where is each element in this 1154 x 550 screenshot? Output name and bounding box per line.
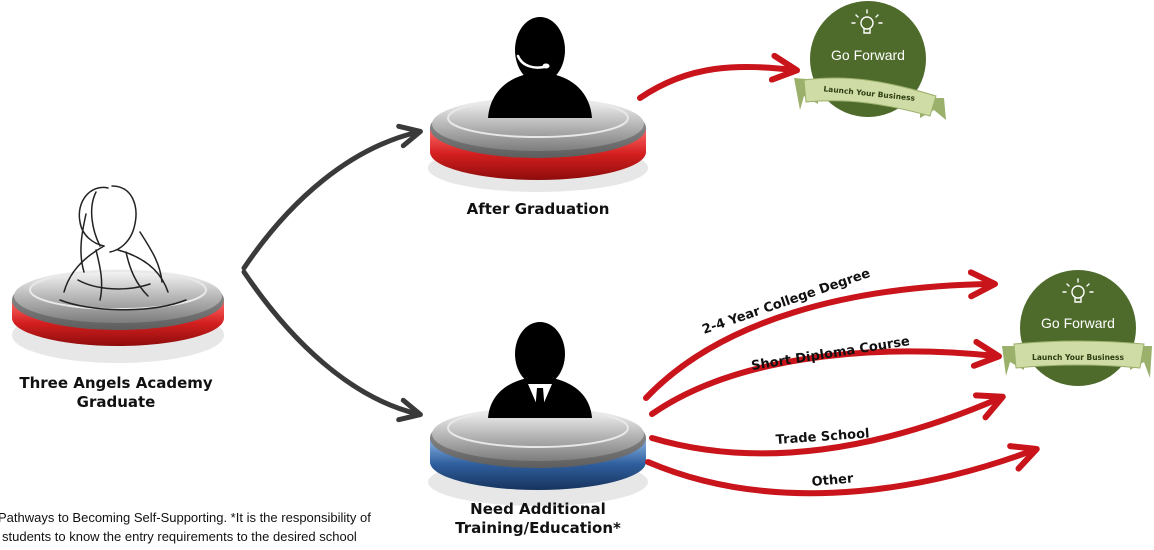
- go-forward-badge-top: Go Forward Launch Your Business: [794, 1, 946, 120]
- ribbon: [803, 77, 937, 117]
- pathway-label-trade: Trade School: [775, 426, 870, 448]
- lightbulb-icon: [851, 9, 883, 34]
- headset-person-icon: [488, 17, 592, 118]
- arrow-other: [645, 443, 1040, 497]
- lightbulb-icon: [1062, 278, 1094, 303]
- arrow-after-to-badge: [637, 52, 800, 101]
- graduate-label-line2: Graduate: [76, 392, 156, 411]
- arrow-diploma: [649, 338, 1002, 417]
- ribbon: [1013, 340, 1145, 369]
- badge-title: Go Forward: [831, 47, 905, 63]
- after-graduation-node: [428, 17, 648, 192]
- need-training-line1: Need Additional: [470, 500, 606, 518]
- graduate-label: Three Angels Academy Graduate: [0, 374, 232, 412]
- need-training-line2: Training/Education*: [455, 518, 621, 537]
- need-training-label: Need Additional Training/Education*: [420, 500, 656, 538]
- pathway-label-other: Other: [811, 471, 854, 490]
- caption: Pathways to Becoming Self-Supporting. *I…: [0, 508, 518, 546]
- after-graduation-label: After Graduation: [420, 200, 656, 219]
- badge-title: Go Forward: [1041, 315, 1115, 331]
- graduate-label-line1: Three Angels Academy: [19, 374, 213, 392]
- arrow-to-after-graduation: [241, 123, 423, 271]
- connector-arrows: [241, 123, 423, 423]
- caption-line2: students to know the entry requirements …: [2, 529, 357, 544]
- arrow-trade: [649, 392, 1006, 457]
- caption-line1: Pathways to Becoming Self-Supporting. *I…: [0, 510, 371, 525]
- ribbon-text: Launch Your Business: [1032, 353, 1124, 362]
- businessman-icon: [488, 322, 592, 418]
- need-training-node: [428, 322, 648, 506]
- graduate-node: [12, 185, 224, 363]
- go-forward-badge-bottom: Go Forward Launch Your Business: [1002, 270, 1152, 386]
- arrow-college: [643, 269, 998, 401]
- after-graduation-text: After Graduation: [466, 200, 610, 218]
- student-sketch-icon: [59, 185, 187, 311]
- red-arrows: [637, 52, 1040, 497]
- arrow-to-need-training: [241, 269, 423, 423]
